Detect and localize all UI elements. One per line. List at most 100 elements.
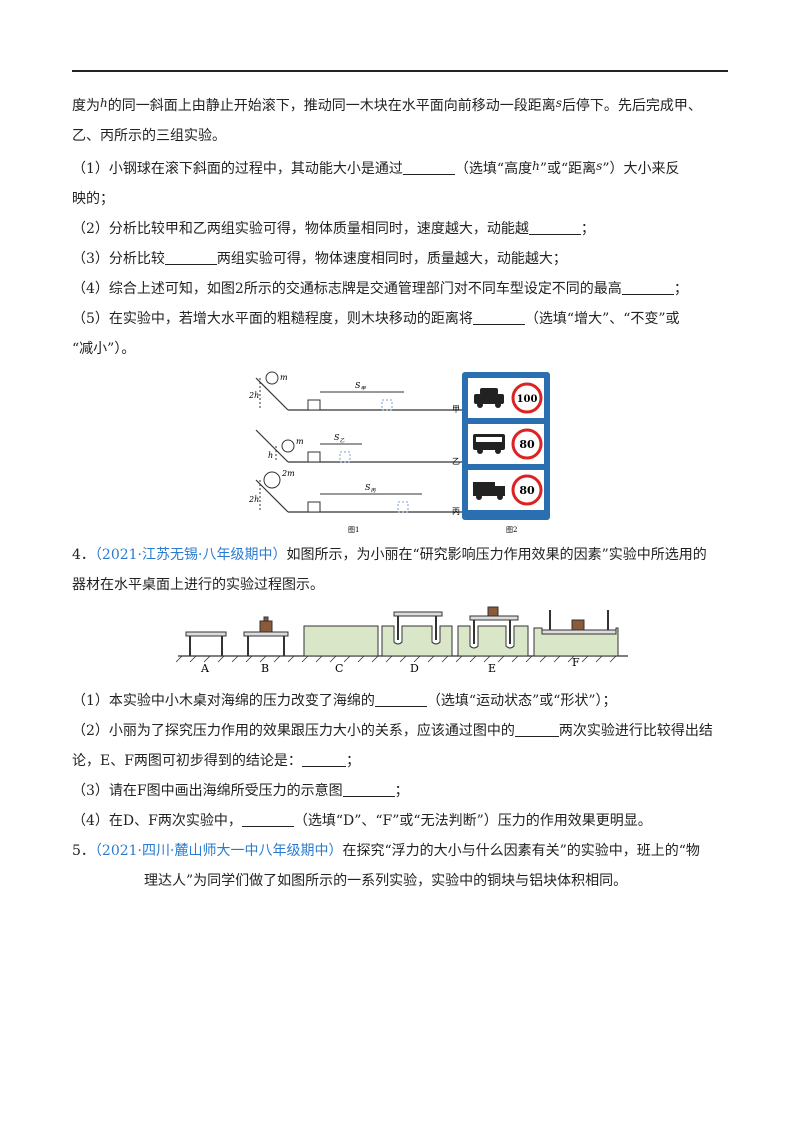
text: （3）请在F图中画出海绵所受压力的示意图: [72, 783, 343, 799]
speed-limit-sign: [511, 382, 543, 414]
text: ；: [673, 281, 688, 297]
wood-block: [307, 501, 321, 513]
answer-blank[interactable]: [402, 160, 455, 175]
experiment-row-bing: 2h 2m S丙 丙: [248, 469, 466, 516]
answer-blank[interactable]: [514, 722, 559, 737]
height-label: 2h: [248, 391, 259, 400]
question-source[interactable]: （2021·四川·麓山师大一中八年级期中）: [94, 843, 343, 859]
figure-label: D: [410, 662, 419, 675]
text: ”或“距离: [539, 161, 597, 177]
experiment-row-yi: h m S乙 乙: [255, 429, 466, 466]
text: （选填“运动状态”或“形状”）；: [426, 693, 617, 709]
text: （选填“增大”、“不变”或: [524, 311, 680, 327]
q5-stem-line-2: 理达人”为同学们做了如图所示的一系列实验，实验中的铜块与铝块体积相同。: [144, 873, 628, 889]
answer-blank[interactable]: [301, 752, 346, 767]
q4-sub1: （1）本实验中小木桌对海绵的压力改变了海绵的（选填“运动状态”或“形状”）；: [72, 686, 728, 716]
var-s: s: [555, 96, 562, 110]
text: 度为: [72, 98, 100, 114]
q5-stem-line-1: 5．（2021·四川·麓山师大一中八年级期中）在探究“浮力的大小与什么因素有关”…: [72, 836, 728, 866]
wood-block: [307, 451, 321, 463]
document-body: 度为h的同一斜面上由静止开始滚下，推动同一木块在水平面向前移动一段距离s后停下。…: [72, 88, 728, 896]
text: （3）分析比较: [72, 251, 165, 267]
question-number: 5．: [72, 843, 95, 859]
mass-label: m: [280, 373, 288, 382]
text: 的同一斜面上由静止开始滚下，推动同一木块在水平面向前移动一段距离: [107, 98, 556, 114]
speed-limit-value: 80: [519, 484, 535, 497]
q3-sub3: （3）分析比较两组实验可得，物体速度相同时，质量越大，动能越大；: [72, 244, 728, 274]
figure-label: B: [261, 662, 269, 675]
text: （1）小钢球在滚下斜面的过程中，其动能大小是通过: [72, 161, 403, 177]
figure-label: F: [572, 656, 580, 669]
experiment-row-jia: 2h m S甲 甲: [248, 371, 466, 414]
text: 论，E、F两图可初步得到的结论是：: [72, 753, 302, 769]
steel-ball: [263, 471, 281, 489]
text: ；: [394, 783, 409, 799]
speed-limit-value: 80: [519, 438, 535, 451]
row-label-jia: 甲: [452, 405, 460, 414]
question-number: 4．: [72, 547, 95, 563]
distance-label: S丙: [365, 483, 376, 494]
text: 后停下。先后完成甲、: [561, 98, 702, 114]
q4-figure: A B C D E F: [72, 606, 728, 676]
q3-sub5-cont: “减小”）。: [72, 341, 136, 357]
truck-icon: [473, 482, 505, 500]
apparatus-f: [533, 610, 619, 657]
text: （选填“高度: [454, 161, 533, 177]
steel-ball: [265, 371, 279, 385]
height-label: h: [268, 451, 273, 460]
text: ；: [580, 221, 595, 237]
answer-blank[interactable]: [241, 812, 294, 827]
var-s: s: [596, 159, 603, 173]
answer-blank[interactable]: [164, 250, 217, 265]
q4-sub4: （4）在D、F两次实验中，（选填“D”、“F”或“无法判断”）压力的作用效果更明…: [72, 806, 728, 836]
bus-icon: [473, 434, 505, 454]
text: （4）综合上述可知，如图2所示的交通标志牌是交通管理部门对不同车型设定不同的最高: [72, 281, 622, 297]
weight: [259, 620, 273, 633]
q3-sub1-cont: 映的；: [72, 191, 114, 207]
speed-limit-value: 100: [517, 394, 538, 405]
apparatus-a-table: [185, 631, 227, 656]
speed-limit-sign: [511, 474, 543, 506]
text: 如图所示，为小丽在“研究影响压力作用效果的因素”实验中所选用的: [286, 547, 707, 563]
text: 两次实验进行比较得出结: [558, 723, 713, 739]
text: （选填“D”、“F”或“无法判断”）压力的作用效果更明显。: [293, 813, 652, 829]
height-label: 2h: [248, 495, 259, 504]
fig1-caption: 图1: [348, 526, 359, 534]
var-h: h: [532, 159, 540, 173]
figure-label: C: [335, 662, 343, 675]
q4-sub2-cont: 论，E、F两图可初步得到的结论是： ；: [72, 746, 728, 776]
answer-blank[interactable]: [621, 280, 674, 295]
apparatus-b-table-weight: [243, 616, 289, 656]
text: （2）分析比较甲和乙两组实验可得，物体质量相同时，速度越大，动能越: [72, 221, 529, 237]
mass-label: 2m: [281, 469, 295, 478]
text: 在探究“浮力的大小与什么因素有关”的实验中，班上的“物: [342, 843, 700, 859]
speed-limit-sign: [511, 428, 543, 460]
wood-block: [307, 399, 321, 411]
apparatus-e: [457, 606, 529, 657]
row-label-bing: 丙: [452, 507, 460, 516]
text: ”）大小来反: [602, 161, 680, 177]
mass-label: m: [296, 437, 304, 446]
distance-label: S乙: [334, 433, 345, 444]
answer-blank[interactable]: [342, 782, 395, 797]
apparatus-d: [381, 611, 453, 657]
q3-figure: 2h m S甲 甲 h m S乙 乙: [72, 368, 728, 538]
answer-blank[interactable]: [472, 310, 525, 325]
question-source[interactable]: （2021·江苏无锡·八年级期中）: [94, 547, 287, 563]
answer-blank[interactable]: [374, 692, 427, 707]
weight: [571, 619, 585, 631]
apparatus-c-sponge: [303, 625, 379, 657]
fig2-caption: 图2: [506, 526, 517, 534]
traffic-sign: 100 80 80: [462, 372, 550, 520]
q4-sub3: （3）请在F图中画出海绵所受压力的示意图 ；: [72, 776, 728, 806]
answer-blank[interactable]: [528, 220, 581, 235]
pressure-figure: A B C D E F: [175, 606, 628, 675]
var-h: h: [100, 96, 108, 110]
text: ；: [345, 753, 360, 769]
figure-label: E: [488, 662, 496, 675]
q3-intro-line-2: 乙、丙所示的三组实验。: [72, 128, 226, 144]
text: （2）小丽为了探究压力作用的效果跟压力大小的关系，应该通过图中的: [72, 723, 515, 739]
distance-label: S甲: [355, 381, 366, 392]
q4-stem-line-2: 器材在水平桌面上进行的实验过程图示。: [72, 577, 324, 593]
weight: [487, 606, 499, 617]
